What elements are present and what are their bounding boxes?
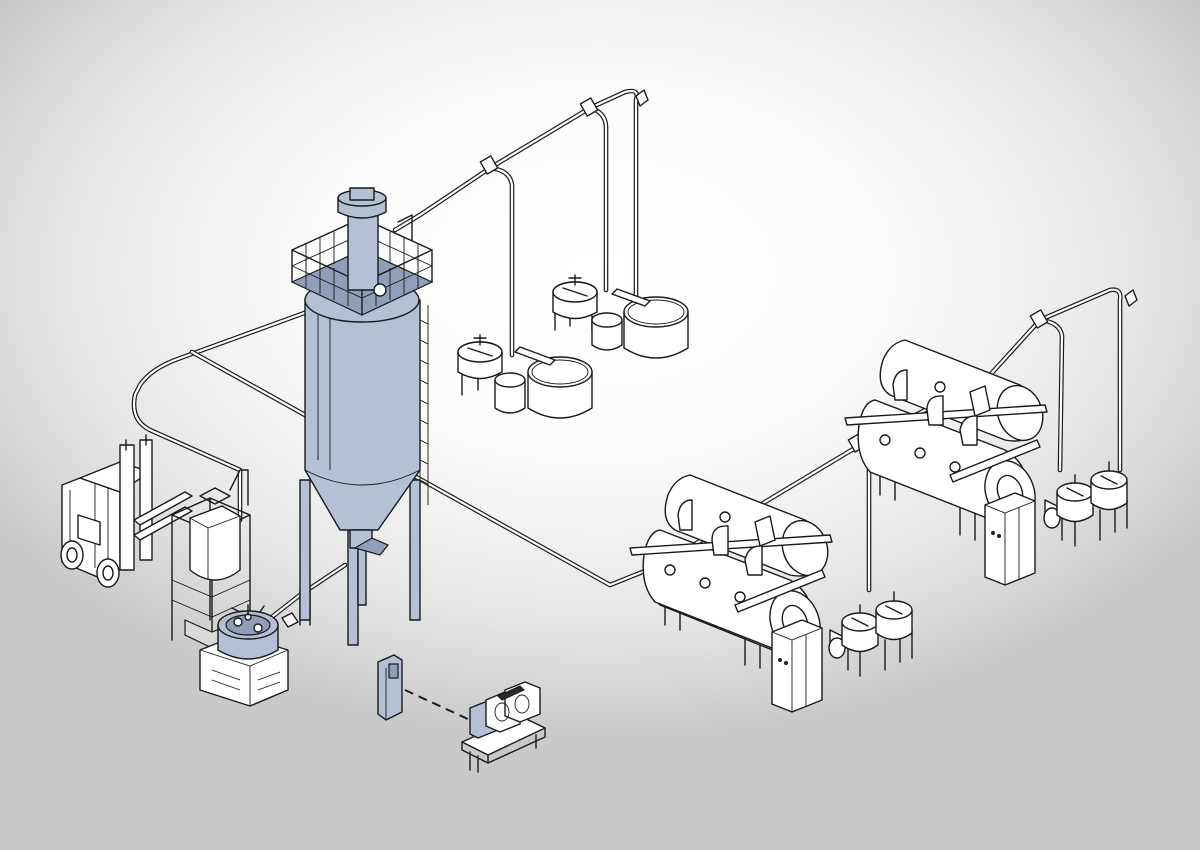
control-panel-kiosk: [377, 654, 403, 721]
mixer-feed-hoppers-left: [828, 591, 913, 677]
upper-weigh-hopper-group-right: [552, 274, 689, 359]
mixer-feed-hoppers-right: [1043, 461, 1128, 547]
signal-link: [404, 689, 471, 721]
valve-icon: [635, 89, 1138, 307]
upper-weigh-hopper-group-left: [457, 334, 593, 419]
blower-package: [461, 681, 546, 773]
storage-silo-with-platform: [290, 187, 434, 646]
pneumatic-conveying-pipework: [131, 88, 1138, 623]
electrical-cabinet-right: [984, 492, 1036, 586]
mixing-vessel: [199, 604, 299, 707]
forklift: [60, 434, 193, 588]
electrical-cabinet-left: [771, 619, 823, 713]
